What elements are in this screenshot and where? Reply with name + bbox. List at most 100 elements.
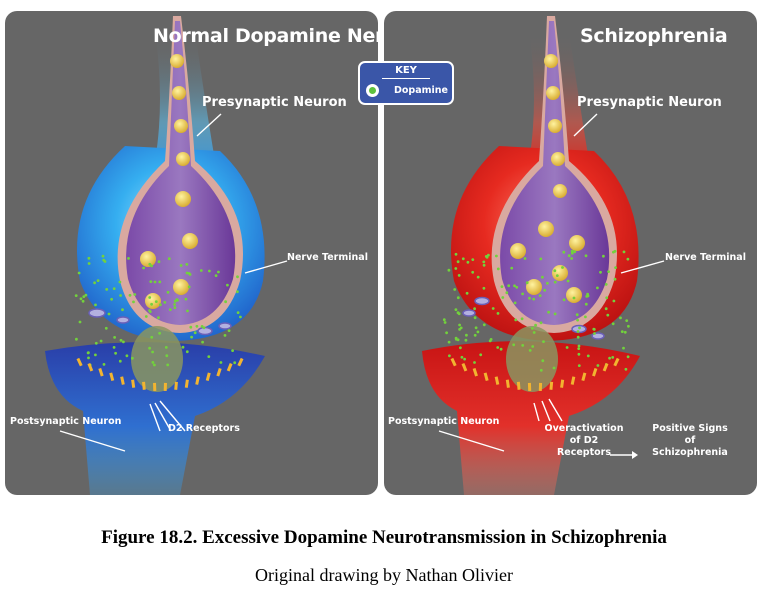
vesicles [140, 54, 198, 309]
dopamine-dot [578, 326, 581, 330]
dopamine-dot [593, 332, 596, 335]
dopamine-dot [167, 257, 171, 261]
dopamine-dot [546, 281, 549, 285]
dopamine-dot [110, 297, 113, 301]
dopamine-dot [188, 273, 192, 276]
dopamine-dot [614, 266, 617, 269]
dopamine-dot [107, 312, 111, 316]
dopamine-dot [185, 263, 189, 266]
dopamine-dot [185, 271, 189, 275]
dopamine-dot [128, 293, 132, 297]
dopamine-dot [456, 296, 460, 300]
dopamine-dot [505, 291, 509, 295]
dopamine-dot [102, 258, 106, 262]
dopamine-dot [534, 323, 537, 327]
d2-receptor [613, 357, 620, 367]
d2-receptors [450, 357, 620, 391]
arrow-icon [610, 451, 638, 459]
dopamine-dot [208, 269, 211, 273]
dopamine-dot [185, 350, 189, 354]
dopamine-dot [584, 254, 588, 258]
dopamine-dot [82, 295, 86, 298]
dopamine-dot [602, 254, 605, 258]
dopamine-dot [573, 250, 577, 254]
dopamine-dot [179, 264, 183, 267]
dopamine-dot [77, 271, 81, 275]
dopamine-dot [488, 339, 492, 343]
dopamine-dot [466, 260, 470, 264]
dopamine-dot [482, 263, 486, 267]
dopamine-dot [236, 311, 240, 314]
synaptic-cleft [506, 326, 558, 392]
dopamine-dot [495, 254, 498, 258]
dopamine-dot [547, 310, 550, 314]
dopamine-dot [151, 361, 155, 364]
dopamine-dot [463, 357, 466, 361]
panel-title-normal: Normal Dopamine Nerve [153, 25, 378, 47]
dopamine-dot [476, 330, 480, 334]
dopamine-dot [459, 346, 462, 350]
dopamine-dot [94, 341, 98, 345]
d2-receptor [76, 357, 83, 367]
d2-receptor [592, 367, 598, 377]
dopamine-dot [613, 249, 617, 253]
dopamine-dot [173, 299, 177, 303]
dopamine-dot [525, 281, 529, 285]
dopamine-dot [464, 338, 468, 342]
dopamine-dot [570, 257, 573, 260]
postsynaptic-shape [422, 341, 640, 495]
dopamine-dot [576, 318, 579, 322]
dopamine-dot [87, 256, 91, 260]
dopamine-dot [104, 326, 108, 330]
key-title: KEY [395, 65, 417, 76]
dopamine-dot [151, 350, 155, 354]
dopamine-dot [577, 352, 581, 356]
d2-receptor [153, 382, 157, 391]
dopamine-dot [454, 252, 458, 256]
dopamine-dot [112, 346, 116, 349]
dopamine-dot [150, 302, 154, 306]
d2-receptor [216, 367, 222, 377]
dopamine-dot [224, 300, 228, 304]
d2-receptor [131, 379, 136, 388]
dopamine-dot [531, 345, 535, 348]
dopamine-dot [184, 297, 188, 301]
dopamine-dot [513, 284, 516, 288]
dopamine-dot [166, 290, 170, 294]
dopamine-dot [566, 279, 570, 283]
d2-receptor [516, 381, 521, 390]
dopamine-dot [555, 274, 559, 277]
d2-receptor [538, 382, 543, 391]
dopamine-dot [113, 336, 116, 339]
dopamine-dot [460, 355, 464, 359]
dopamine-dot [125, 354, 129, 358]
dopamine-dots [442, 249, 630, 372]
dopamine-dot [521, 292, 524, 296]
dopamine-dot [575, 313, 579, 317]
d2-receptor [205, 372, 211, 381]
dopamine-dot [236, 275, 239, 279]
dopamine-dot [473, 361, 476, 364]
dopamine-dot [164, 346, 168, 349]
dopamine-dot [75, 337, 78, 341]
dopamine-dot [584, 315, 587, 319]
dopamine-dot [562, 298, 566, 302]
dopamine-dot [207, 355, 211, 358]
dopamine-dot [471, 258, 475, 261]
dopamine-dot [148, 262, 152, 266]
dopamine-dot [567, 254, 571, 258]
key-divider [382, 78, 430, 79]
dopamine-dot [622, 250, 626, 254]
dopamine-dot [565, 346, 569, 349]
legend-key: KEY Dopamine [358, 61, 454, 105]
dopamine-dot [577, 347, 581, 350]
dopamine-dot [189, 325, 193, 329]
dopamine-dot [576, 335, 580, 339]
dopamine-dot [528, 349, 532, 352]
dopamine-dot [510, 266, 514, 270]
dopamine-dot [482, 260, 486, 264]
label-postsynaptic-neuron: Postsynaptic Neuron [10, 416, 122, 427]
label-positive-signs: Positive Signs of Schizophrenia [652, 423, 728, 458]
dopamine-dot [148, 346, 152, 350]
dopamine-dot [149, 280, 153, 283]
